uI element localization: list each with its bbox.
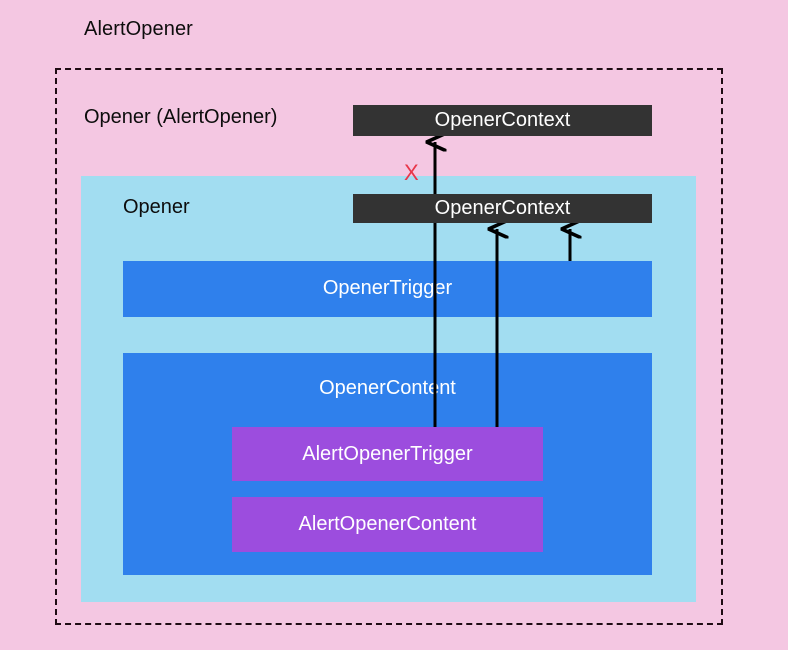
- opener-context-inner-box: OpenerContext: [353, 194, 652, 223]
- alert-opener-trigger-box: AlertOpenerTrigger: [232, 427, 543, 481]
- opener-content-label: OpenerContent: [319, 377, 456, 399]
- opener-context-outer-label: OpenerContext: [434, 109, 571, 131]
- diagram-title: AlertOpener: [84, 18, 193, 40]
- opener-trigger-box: OpenerTrigger: [123, 261, 652, 317]
- alert-opener-content-box: AlertOpenerContent: [232, 497, 543, 552]
- opener-context-inner-label: OpenerContext: [434, 197, 571, 219]
- alert-opener-content-label: AlertOpenerContent: [298, 513, 477, 535]
- opener-context-outer-box: OpenerContext: [353, 105, 652, 136]
- opener-panel-label: Opener: [123, 196, 190, 218]
- blocked-connection-x-icon: X: [404, 160, 419, 185]
- alert-opener-trigger-label: AlertOpenerTrigger: [302, 442, 473, 465]
- opener-panel: Opener OpenerTrigger OpenerContent Alert…: [81, 176, 696, 602]
- outer-group-label: Opener (AlertOpener): [84, 106, 278, 128]
- outer-group-dashed-boundary: [55, 68, 723, 625]
- opener-trigger-label: OpenerTrigger: [322, 277, 453, 299]
- opener-content-box: OpenerContent AlertOpenerTrigger AlertOp…: [123, 353, 652, 575]
